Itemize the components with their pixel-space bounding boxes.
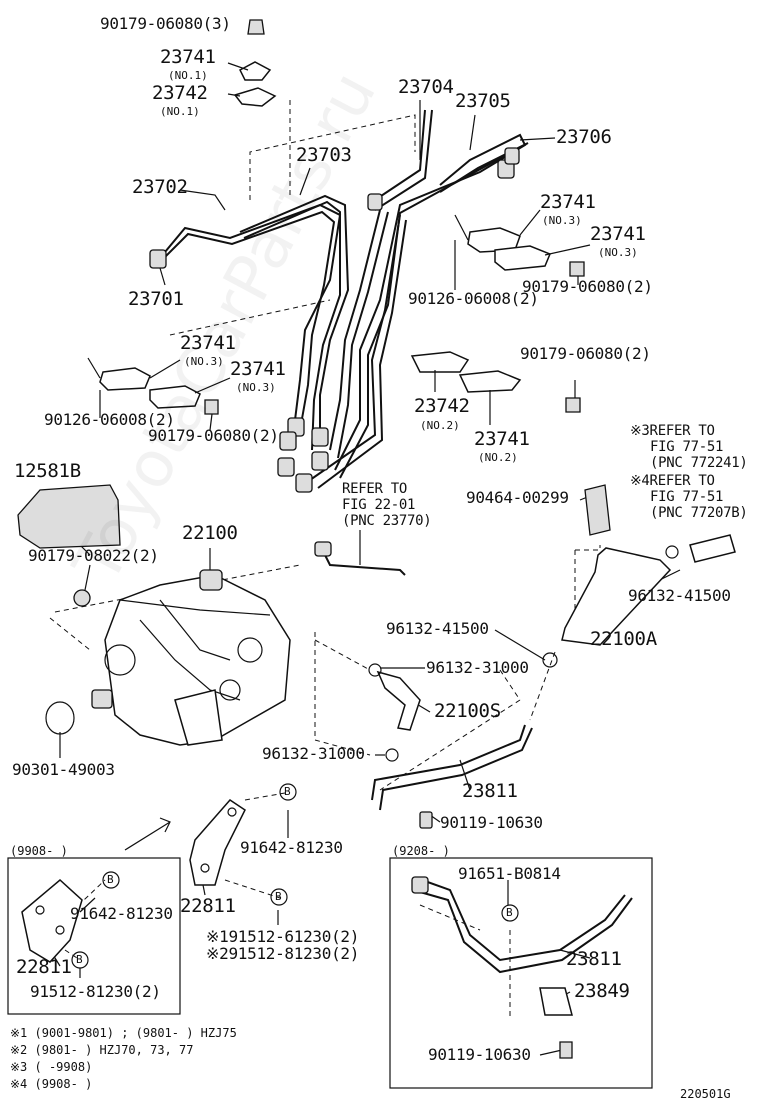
pipe-22-01 — [319, 544, 406, 576]
label-91642-81230-a: 91642-81230 — [240, 838, 343, 857]
label-22811-b: 22811 — [16, 956, 72, 978]
label-96132-41500-b: 96132-41500 — [386, 619, 489, 638]
b-marker-3: B — [107, 873, 114, 886]
label-22100A: 22100A — [590, 628, 657, 650]
label-91512-61230: ※191512-61230(2) — [206, 927, 360, 946]
label-no2-a: (NO.2) — [420, 419, 460, 432]
label-91651-B0814: 91651-B0814 — [458, 864, 561, 883]
label-no2-b: (NO.2) — [478, 451, 518, 464]
footnote-1: ※1 (9001-9801) ; (9801- ) HZJ75 — [10, 1026, 237, 1040]
label-box2-range: (9208- ) — [392, 844, 450, 858]
label-23811-b: 23811 — [566, 948, 622, 970]
label-90464-00299: 90464-00299 — [466, 488, 569, 507]
label-ref1-l2: FIG 77-51 — [650, 439, 724, 455]
label-23706: 23706 — [556, 126, 612, 148]
label-ref2-l3: (PNC 77207B) — [650, 505, 748, 521]
label-no3-d: (NO.3) — [236, 381, 276, 394]
clamp-96132-c — [368, 663, 382, 677]
label-23704: 23704 — [398, 76, 454, 98]
bracket-22811 — [189, 799, 246, 886]
label-90179-06080-3: 90179-06080(3) — [100, 14, 231, 33]
pipe-23811-a — [371, 724, 526, 801]
b-markers — [71, 783, 519, 969]
label-no3-c: (NO.3) — [184, 355, 224, 368]
label-90179-06080-b: 90179-06080(2) — [148, 426, 279, 445]
figure-id: 220501G — [680, 1087, 731, 1101]
hose-22100A — [561, 547, 672, 646]
clamp-96132-b — [542, 652, 558, 668]
label-96132-31000-a: 96132-31000 — [426, 658, 529, 677]
bracket-12581B — [17, 484, 121, 549]
b-marker-1: B — [284, 785, 291, 798]
clamp-96132-d — [385, 748, 399, 762]
label-23741-d: 23741 — [180, 332, 236, 354]
label-90179-06080-a: 90179-06080(2) — [522, 277, 653, 296]
label-23741-c: 23741 — [590, 223, 646, 245]
dashed-leaders — [49, 100, 601, 1020]
label-23742-b: 23742 — [414, 395, 470, 417]
clamp-96132-a — [665, 545, 679, 559]
label-no1-a: (NO.1) — [168, 69, 208, 82]
label-12581B: 12581B — [14, 460, 81, 482]
label-23741-f: 23741 — [474, 428, 530, 450]
b-marker-2: B — [275, 890, 282, 903]
label-ref3-l1: REFER TO — [342, 481, 408, 497]
o-ring — [45, 701, 75, 735]
injection-pump — [91, 569, 291, 746]
label-91512-81230-a: ※291512-81230(2) — [206, 944, 360, 963]
spacer — [73, 589, 91, 607]
label-91512-81230-b: 91512-81230(2) — [30, 982, 161, 1001]
label-90301-49003: 90301-49003 — [12, 760, 115, 779]
label-no1-b: (NO.1) — [160, 105, 200, 118]
label-22100: 22100 — [182, 522, 238, 544]
label-23701: 23701 — [128, 288, 184, 310]
clip-90464 — [584, 484, 611, 536]
label-ref3-l3: (PNC 23770) — [342, 513, 432, 529]
label-90126-06008-b: 90126-06008(2) — [44, 410, 175, 429]
arrow — [124, 817, 171, 851]
label-ref1-l3: (PNC 772241) — [650, 455, 748, 471]
label-ref2-l1: ※4REFER TO — [630, 473, 715, 489]
hose-22100S — [376, 670, 421, 731]
label-23705: 23705 — [455, 90, 511, 112]
label-90179-06080-c: 90179-06080(2) — [520, 344, 651, 363]
label-23811-a: 23811 — [462, 780, 518, 802]
label-ref1-l1: ※3REFER TO — [630, 423, 715, 439]
label-96132-41500-a: 96132-41500 — [628, 586, 731, 605]
label-no3-a: (NO.3) — [542, 214, 582, 227]
pipe-nuts — [149, 147, 520, 493]
b-marker-5: B — [506, 906, 513, 919]
label-90179-08022: 90179-08022(2) — [28, 546, 159, 565]
label-23741-a: 23741 — [160, 46, 216, 68]
label-90119-10630-a: 90119-10630 — [440, 813, 543, 832]
label-90119-10630-b: 90119-10630 — [428, 1045, 531, 1064]
label-22811-a: 22811 — [180, 895, 236, 917]
label-ref2-l2: FIG 77-51 — [650, 489, 724, 505]
label-91642-81230-b: 91642-81230 — [70, 904, 173, 923]
label-90126-06008-a: 90126-06008(2) — [408, 289, 539, 308]
b-marker-4: B — [76, 953, 83, 966]
label-23703: 23703 — [296, 144, 352, 166]
label-box1-range: (9908- ) — [10, 844, 68, 858]
footnote-2: ※2 (9801- ) HZJ70, 73, 77 — [10, 1043, 194, 1057]
variant-box-2 — [389, 857, 653, 1089]
label-22100S: 22100S — [434, 700, 501, 722]
label-23849: 23849 — [574, 980, 630, 1002]
label-no3-b: (NO.3) — [598, 246, 638, 259]
clamps — [87, 19, 585, 415]
footnote-3: ※3 ( -9908) — [10, 1060, 93, 1074]
variant-box-1 — [7, 857, 181, 1015]
label-96132-31000-b: 96132-31000 — [262, 744, 365, 763]
footnote-4: ※4 (9908- ) — [10, 1077, 93, 1091]
label-23742-a: 23742 — [152, 82, 208, 104]
label-23702: 23702 — [132, 176, 188, 198]
label-23741-b: 23741 — [540, 191, 596, 213]
label-ref3-l2: FIG 22-01 — [342, 497, 416, 513]
label-23741-e: 23741 — [230, 358, 286, 380]
hose-right — [689, 534, 736, 563]
